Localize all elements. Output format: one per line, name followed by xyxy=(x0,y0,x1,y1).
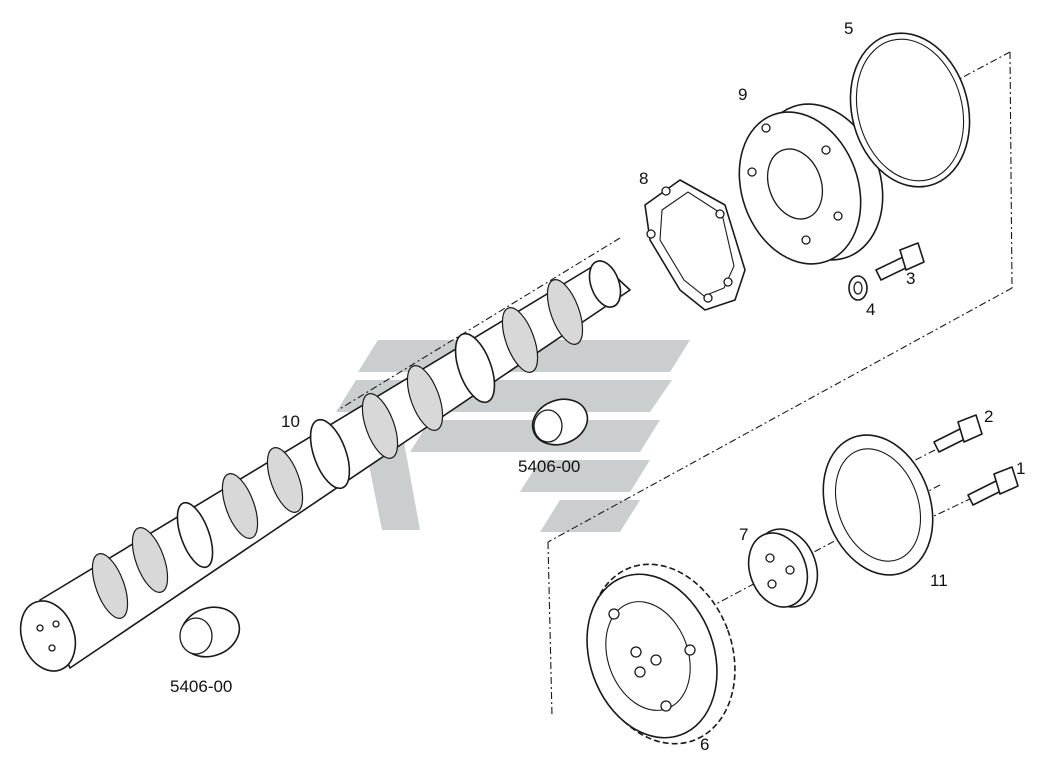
label-bushing-a: 5406-00 xyxy=(518,457,580,476)
cover-plate-part-11 xyxy=(822,434,934,576)
bushing-b xyxy=(179,606,241,658)
bushing-a xyxy=(531,398,589,446)
label-part-4: 4 xyxy=(866,300,875,319)
camshaft-lobes xyxy=(91,260,622,619)
bolt-part-3 xyxy=(875,242,925,281)
camshaft-part-10 xyxy=(19,260,631,672)
label-part-5: 5 xyxy=(844,19,853,38)
label-part-9: 9 xyxy=(738,85,747,104)
bolt-part-2 xyxy=(933,414,983,453)
label-part-3: 3 xyxy=(906,269,915,288)
label-part-10: 10 xyxy=(281,412,300,431)
part-labels: 1 2 3 4 5 6 7 8 9 10 11 5406-00 5406-00 xyxy=(170,19,1025,754)
gasket-part-8 xyxy=(644,179,746,311)
label-part-7: 7 xyxy=(739,525,748,544)
label-part-11: 11 xyxy=(930,571,948,590)
label-part-1: 1 xyxy=(1016,459,1025,478)
label-bushing-b: 5406-00 xyxy=(170,677,232,696)
hub-part-7 xyxy=(747,528,819,608)
label-part-2: 2 xyxy=(984,407,993,426)
washer-part-4 xyxy=(848,275,868,301)
seal-ring-part-5 xyxy=(849,32,971,188)
label-part-8: 8 xyxy=(639,169,648,188)
camshaft-gear-part-6 xyxy=(586,563,736,745)
bolt-part-1 xyxy=(967,466,1019,506)
thrust-plate-part-9 xyxy=(738,103,884,265)
label-part-6: 6 xyxy=(700,735,709,754)
